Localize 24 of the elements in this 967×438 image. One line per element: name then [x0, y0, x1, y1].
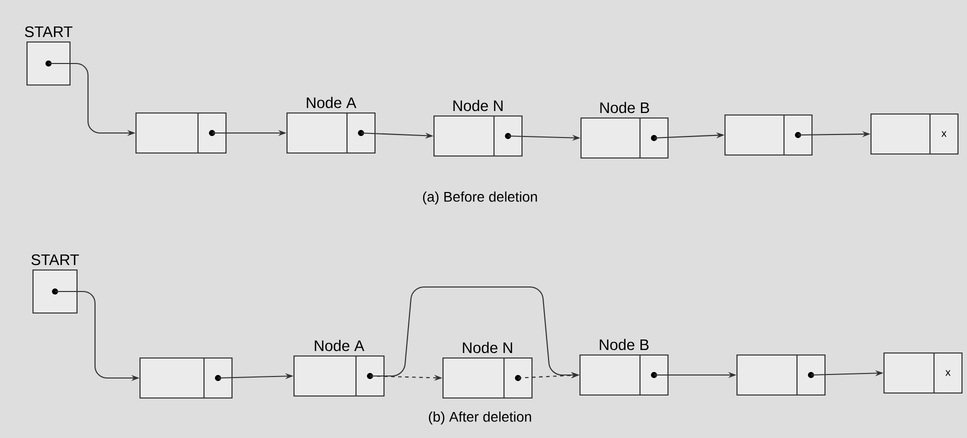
node-label: Node B	[600, 338, 649, 350]
list-node: Node A	[286, 96, 376, 154]
caption: (b) After deletion	[428, 411, 532, 425]
node-label: START	[24, 26, 72, 38]
node-label: Node A	[306, 96, 356, 108]
list-node: x	[883, 352, 963, 394]
list-node	[736, 354, 826, 396]
pointer-box: START	[24, 26, 72, 86]
list-node: x	[870, 113, 959, 155]
node-label: Node B	[600, 102, 650, 114]
node-label: Node N	[453, 100, 503, 112]
list-node: Node N	[433, 100, 523, 157]
node-label: START	[31, 254, 79, 266]
list-node: Node N	[442, 342, 533, 399]
list-node: Node B	[579, 338, 669, 396]
list-node	[139, 357, 233, 399]
list-node: Node B	[580, 102, 669, 159]
caption: (a) Before deletion	[423, 191, 537, 205]
list-node	[724, 114, 813, 156]
pointer-box: START	[31, 254, 79, 314]
list-node: Node A	[293, 340, 385, 397]
node-label: Node A	[314, 340, 364, 352]
node-label: Node N	[462, 342, 512, 354]
list-node	[135, 112, 227, 154]
